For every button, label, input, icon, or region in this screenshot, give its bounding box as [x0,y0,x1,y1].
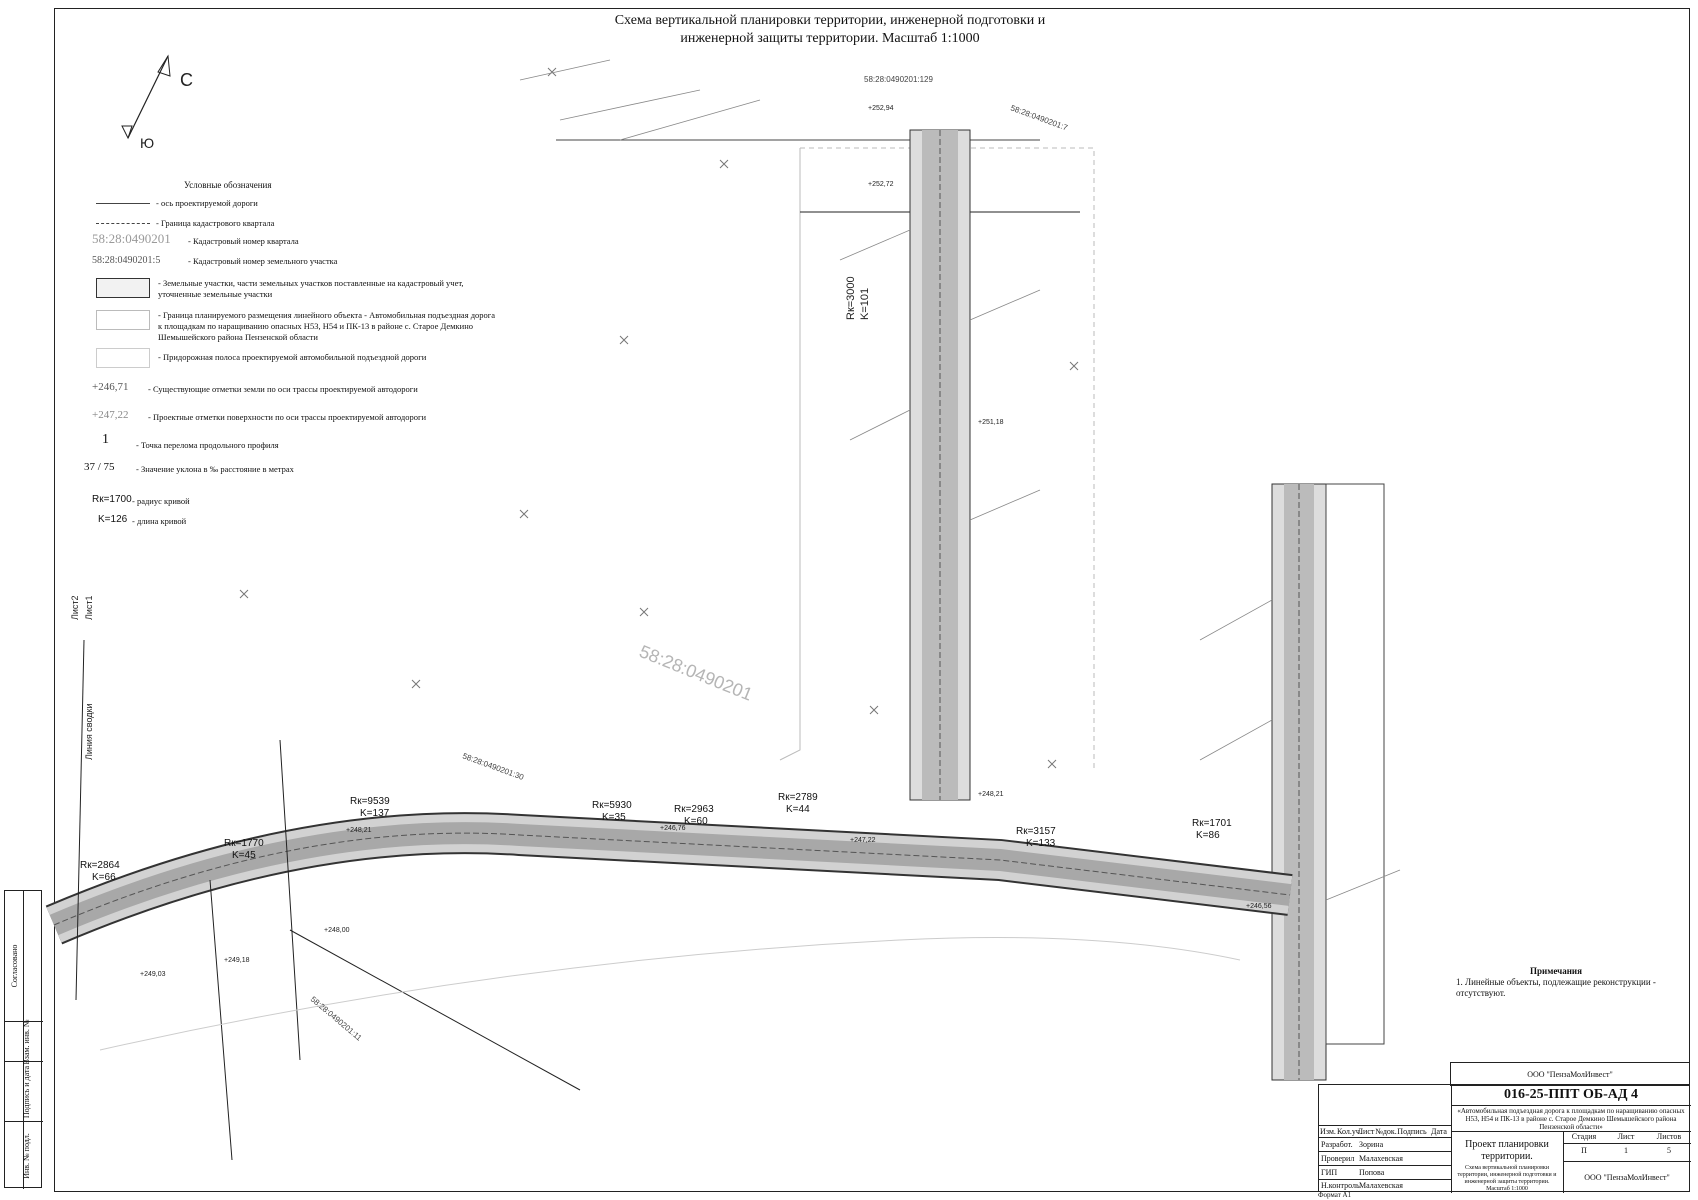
svg-text:+247,22: +247,22 [850,837,876,844]
parcel-label: 58:28:0490201:7 [1009,103,1069,132]
svg-text:+252,94: +252,94 [868,105,894,112]
road-vertical [909,129,971,801]
svg-text:+252,72: +252,72 [868,181,894,188]
legend-heading: Условные обозначения [184,180,272,190]
road-main [45,812,1293,945]
format-label: Формат А1 [1318,1191,1352,1199]
svg-text:K=86: K=86 [1196,830,1220,841]
north-arrow-icon [121,54,171,140]
curve-label-r: Rк=3000 [845,276,857,320]
hatch-lines [519,59,1401,901]
svg-text:K=137: K=137 [360,808,390,819]
svg-text:+248,21: +248,21 [346,827,372,834]
svg-text:K=66: K=66 [92,872,116,883]
drawing-title: Схема вертикальной планировки территории… [614,13,1046,46]
svg-text:Rк=9539: Rк=9539 [350,796,390,807]
survey-points [239,67,1079,769]
sheet2-label: Лист2 [70,595,80,620]
compass-north: С [180,70,193,90]
parcel-label: 58:28:0490201:30 [461,751,525,782]
parcel-label: 58:28:0490201:11 [309,995,364,1043]
elevation-labels: +252,94 +252,72 +251,18 +248,21 +247,22 … [140,105,1272,978]
svg-text:K=45: K=45 [232,850,256,861]
svg-text:K=133: K=133 [1026,838,1056,849]
svg-text:Rк=1701: Rк=1701 [1192,818,1232,829]
svg-text:+246,56: +246,56 [1246,903,1272,910]
stamp-company-top: ООО "ПензаМолИнвест" [1450,1062,1690,1086]
drawing-sheet [54,8,1690,1192]
parcel-label: 58:28:0490201:129 [864,75,934,84]
svg-text:+246,76: +246,76 [660,825,686,832]
svg-text:Rк=3157: Rк=3157 [1016,826,1056,837]
svg-text:+248,21: +248,21 [978,791,1004,798]
compass-south: Ю [140,135,154,151]
svg-text:K=35: K=35 [602,812,626,823]
svg-text:+251,18: +251,18 [978,419,1004,426]
document-code: 016-25-ППТ ОБ-АД 4 [1504,1087,1638,1102]
road-right [1271,483,1385,1081]
svg-text:+249,03: +249,03 [140,971,166,978]
match-line-label: Линия сводки [84,703,94,760]
sheet1-label: Лист1 [84,595,94,620]
svg-text:Rк=2963: Rк=2963 [674,804,714,815]
svg-text:+249,18: +249,18 [224,957,250,964]
svg-text:Rк=5930: Rк=5930 [592,800,632,811]
svg-text:Rк=2789: Rк=2789 [778,792,818,803]
svg-text:K=44: K=44 [786,804,810,815]
notes: Примечания 1. Линейные объекты, подлежащ… [1456,966,1656,998]
svg-text:Rк=1770: Rк=1770 [224,838,264,849]
svg-text:K=60: K=60 [684,816,708,827]
side-stamp: Согласовано Взам. инв. № Подпись и дата … [4,890,43,1189]
curve-label-k: K=101 [859,288,871,320]
quarter-label: 58:28:0490201 [637,641,756,705]
svg-text:Rк=2864: Rк=2864 [80,860,120,871]
svg-text:+248,00: +248,00 [324,927,350,934]
